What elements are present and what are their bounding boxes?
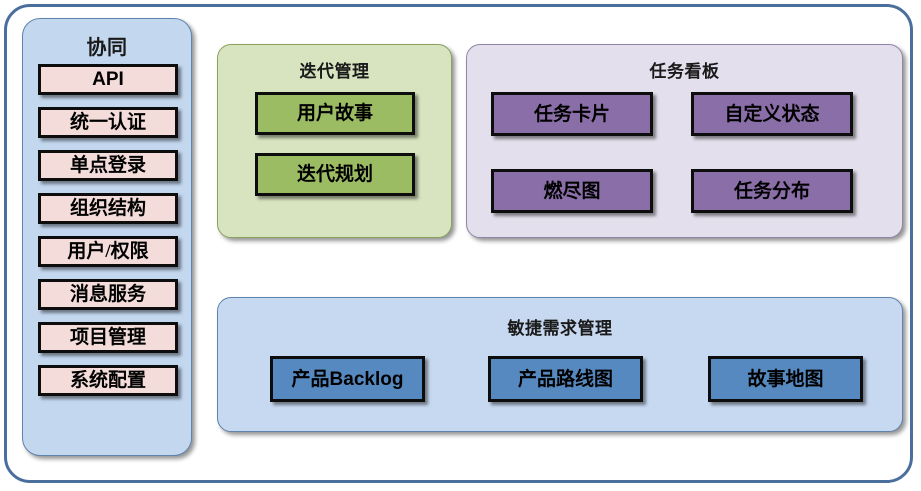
sidebar-item-project-management[interactable]: 项目管理	[38, 322, 178, 353]
taskboard-item-burndown-chart[interactable]: 燃尽图	[491, 169, 653, 213]
sidebar-item-sso[interactable]: 单点登录	[38, 150, 178, 181]
outer-frame	[4, 4, 913, 483]
taskboard-item-task-card[interactable]: 任务卡片	[491, 92, 653, 136]
sidebar-item-message-service[interactable]: 消息服务	[38, 279, 178, 310]
panel-task-board-title: 任务看板	[649, 62, 720, 81]
sidebar-item-system-config[interactable]: 系统配置	[38, 365, 178, 396]
taskboard-item-task-distribution[interactable]: 任务分布	[691, 169, 853, 213]
panel-iteration-management[interactable]: 迭代管理 用户故事 迭代规划	[217, 44, 452, 238]
panel-iteration-management-title: 迭代管理	[299, 62, 370, 81]
sidebar-item-org-structure[interactable]: 组织结构	[38, 193, 178, 224]
sidebar-item-user-permission[interactable]: 用户/权限	[38, 236, 178, 267]
agile-item-product-backlog[interactable]: 产品Backlog	[270, 356, 425, 402]
sidebar-item-unified-auth[interactable]: 统一认证	[38, 107, 178, 138]
agile-item-product-roadmap[interactable]: 产品路线图	[488, 356, 643, 402]
iteration-item-user-story[interactable]: 用户故事	[255, 92, 415, 135]
panel-task-board[interactable]: 任务看板 任务卡片 自定义状态 燃尽图 任务分布	[466, 44, 903, 238]
panel-collaboration[interactable]: 协同 API 统一认证 单点登录 组织结构 用户/权限 消息服务 项目管理 系统…	[22, 18, 192, 456]
iteration-item-iteration-plan[interactable]: 迭代规划	[255, 153, 415, 196]
panel-agile-requirement-management-title: 敏捷需求管理	[507, 319, 613, 338]
agile-item-story-map[interactable]: 故事地图	[708, 356, 863, 402]
panel-agile-requirement-management[interactable]: 敏捷需求管理 产品Backlog 产品路线图 故事地图	[217, 297, 903, 432]
taskboard-item-custom-status[interactable]: 自定义状态	[691, 92, 853, 136]
sidebar-item-api[interactable]: API	[38, 64, 178, 95]
panel-collaboration-title: 协同	[86, 37, 128, 59]
